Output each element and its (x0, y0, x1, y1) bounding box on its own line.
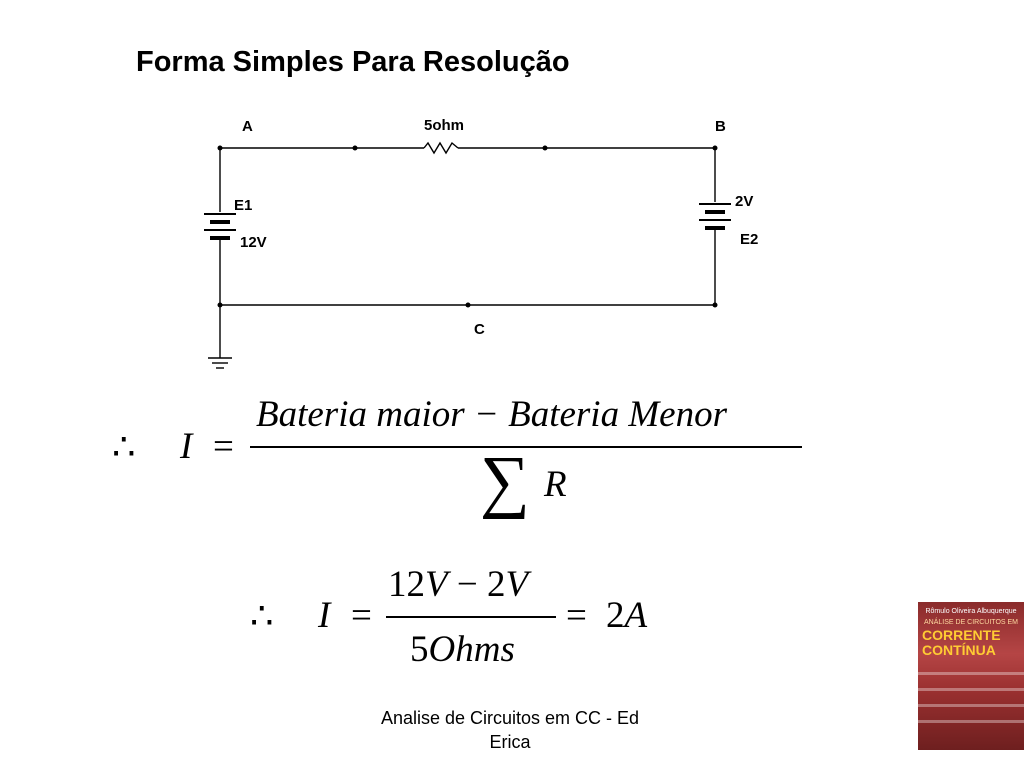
battery-e1-symbol (204, 213, 236, 240)
book-stripe (918, 704, 1024, 707)
book-stripe (918, 720, 1024, 723)
formula2-den-value: 5 (410, 629, 429, 670)
formula2-denominator: 5Ohms (410, 628, 515, 671)
formula1-numerator: Bateria maior − Bateria Menor (256, 394, 727, 435)
circuit-diagram: A 5ohm B E1 12V 2V E2 C (204, 117, 758, 369)
circuit-wires (219, 147, 716, 358)
formula1-therefore: ∴ (112, 427, 136, 468)
slide-title: Forma Simples Para Resolução (136, 46, 570, 78)
formula2-num-b: 2 (486, 564, 506, 605)
formula2-equals: = (351, 595, 372, 636)
e2-value-label: 2V (735, 193, 753, 210)
formula1-equals: = (213, 426, 234, 467)
resistor-symbol (423, 141, 459, 155)
formula2-den-unit: Ohms (428, 629, 515, 670)
formula2-minus: − (456, 564, 478, 605)
node-c-label: C (474, 321, 485, 338)
e1-value-label: 12V (240, 234, 267, 251)
book-author: Rômulo Oliveira Albuquerque (925, 608, 1017, 615)
formula2-result-value: 2 (606, 595, 625, 636)
formula2-variable: I (318, 595, 331, 636)
formula2-result-equals: = (566, 595, 587, 636)
formula2-fraction-line (386, 616, 556, 618)
resistor-label: 5ohm (424, 117, 464, 134)
e1-name-label: E1 (234, 197, 252, 214)
formula2-result: 2A (606, 594, 647, 637)
formula1-sigma: ∑ (480, 443, 530, 520)
book-stripe (918, 672, 1024, 675)
formula1-denominator: R (544, 464, 567, 505)
formula2-num-a: 12 (388, 564, 425, 605)
formula2-num-a-unit: V (425, 564, 448, 605)
e2-name-label: E2 (740, 231, 758, 248)
node-a-label: A (242, 118, 253, 135)
battery-e2-symbol (699, 203, 731, 230)
formula2-numerator: 12V − 2V (388, 563, 528, 606)
formula1-variable: I (180, 426, 193, 467)
slide-footer: Analise de Circuitos em CC - Ed Erica (380, 708, 640, 752)
book-title: CORRENTE CONTÍNUA (922, 627, 1001, 658)
ground-symbol (208, 357, 232, 369)
book-stripe (918, 688, 1024, 691)
junction-dots (217, 145, 718, 308)
formula1-fraction-line (250, 446, 802, 448)
book-cover-image: Rômulo Oliveira Albuquerque ANÁLISE DE C… (918, 602, 1024, 750)
formula2-therefore: ∴ (250, 596, 274, 637)
formula2-num-b-unit: V (505, 564, 529, 605)
formula2-result-unit: A (624, 595, 648, 636)
book-subtitle: ANÁLISE DE CIRCUITOS EM (924, 619, 1019, 626)
node-b-label: B (715, 118, 726, 135)
